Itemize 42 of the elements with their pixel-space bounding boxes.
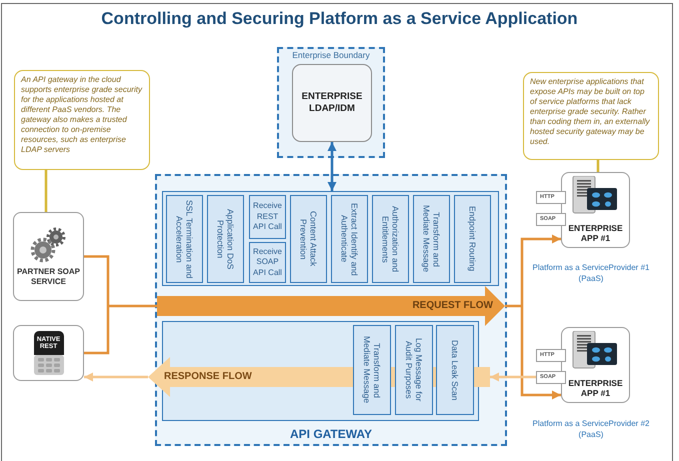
connector-line	[84, 306, 110, 354]
provider-caption: Platform as a ServiceProvider #2 (PaaS)	[532, 418, 650, 440]
server-label: ENTERPRISE APP #1	[567, 378, 624, 398]
diagram-title: Controlling and Securing Platform as a Service Application	[101, 8, 578, 30]
api-gateway-zone	[155, 174, 507, 446]
zone-label: Enterprise Boundary	[292, 50, 370, 61]
process-step: Transform and Mediate Message	[353, 325, 391, 415]
service-box	[13, 212, 84, 301]
process-step: Transform and Mediate Message	[413, 195, 450, 283]
callout-note: An API gateway in the cloud supports enterprise grade security for the applications hosted at different PaaS vendors. The gateway also makes a trusted connection to on-premise resources, such as enterprise LDAP servers	[14, 70, 150, 170]
process-step: Receive SOAP API Call	[249, 242, 286, 283]
process-step: Extract Identify and Authenticate	[331, 195, 368, 283]
app-server-box	[561, 172, 630, 248]
process-step: Endpoint Routing	[454, 195, 491, 283]
flow-label: REQUEST FLOW	[412, 300, 493, 312]
directory-server-box: ENTERPRISE LDAP/IDM	[292, 64, 372, 142]
enterprise-boundary-zone	[277, 47, 385, 158]
arrow	[328, 142, 336, 191]
connector-line	[108, 304, 157, 308]
processing-panel	[162, 191, 499, 286]
arrow	[520, 234, 561, 306]
process-step: Content Attack Prevention	[290, 195, 327, 283]
connector-line	[44, 170, 48, 212]
connector-line	[84, 255, 110, 306]
arrow	[490, 372, 536, 382]
zone-label: API GATEWAY	[290, 427, 372, 441]
process-step: Log Message for Audit Purposes	[395, 325, 433, 415]
connector-line	[596, 160, 600, 172]
arrow	[84, 372, 148, 382]
process-step: SSL Termination and Acceleration	[166, 195, 203, 283]
service-label: PARTNER SOAP SERVICE	[16, 266, 81, 286]
process-step: Authorization and Entitlements	[372, 195, 409, 283]
provider-caption: Platform as a ServiceProvider #1 (PaaS)	[532, 262, 650, 284]
flow-label: RESPONSE FLOW	[164, 371, 252, 383]
process-step: Data Leak Scan	[436, 325, 474, 415]
callout-note: New enterprise applications that expose APIs may be built on top of service platforms that lack enterprise grade security. Rather than coding them in, an externally hosted security gateway may be used.	[523, 72, 659, 160]
service-box	[13, 325, 84, 381]
app-server-box	[561, 327, 630, 403]
process-step: Application DoS Protection	[207, 195, 244, 283]
server-label: ENTERPRISE APP #1	[567, 223, 624, 243]
process-step: Receive REST API Call	[249, 195, 286, 239]
arrow	[520, 306, 561, 400]
